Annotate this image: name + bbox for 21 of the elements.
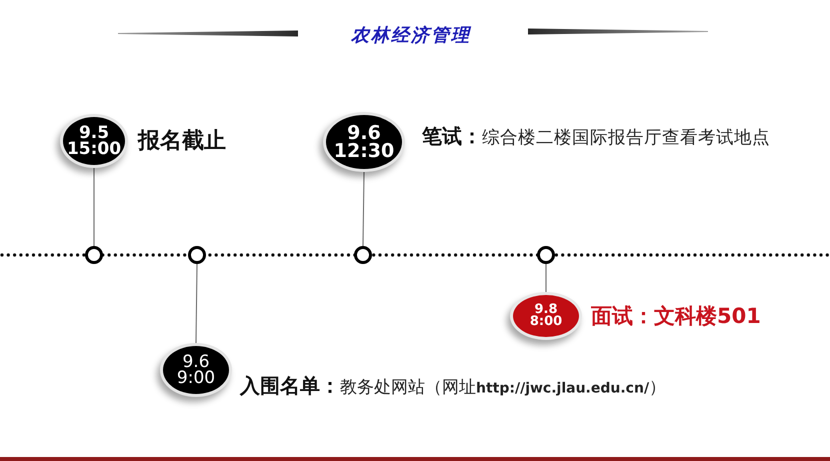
event-heading: 入围名单： bbox=[240, 373, 340, 398]
time-text: 8:00 bbox=[530, 316, 562, 328]
date-badge bbox=[323, 112, 405, 172]
connector-line bbox=[362, 172, 364, 246]
time-text: 15:00 bbox=[66, 141, 122, 158]
connector-line bbox=[196, 264, 198, 344]
event-label: 面试：文科楼501 bbox=[591, 302, 761, 330]
time-text: 9:00 bbox=[176, 370, 216, 386]
date-text: 9.5 bbox=[78, 124, 110, 141]
date-text: 9.8 bbox=[534, 304, 558, 316]
event-detail: 教务处网站（网址http://jwc.jlau.edu.cn/） bbox=[340, 377, 666, 399]
time-text: 12:30 bbox=[334, 142, 394, 160]
event-label: 报名截止 bbox=[138, 127, 226, 155]
date-badge bbox=[510, 292, 582, 340]
date-text: 9.6 bbox=[182, 354, 210, 370]
page-title: 农林经济管理 bbox=[350, 24, 472, 48]
date-badge bbox=[60, 114, 128, 168]
date-text: 9.6 bbox=[347, 124, 381, 142]
event-detail: 综合楼二楼国际报告厅查看考试地点 bbox=[482, 128, 770, 150]
date-badge bbox=[160, 343, 232, 397]
event-heading: 笔试： bbox=[422, 124, 482, 150]
